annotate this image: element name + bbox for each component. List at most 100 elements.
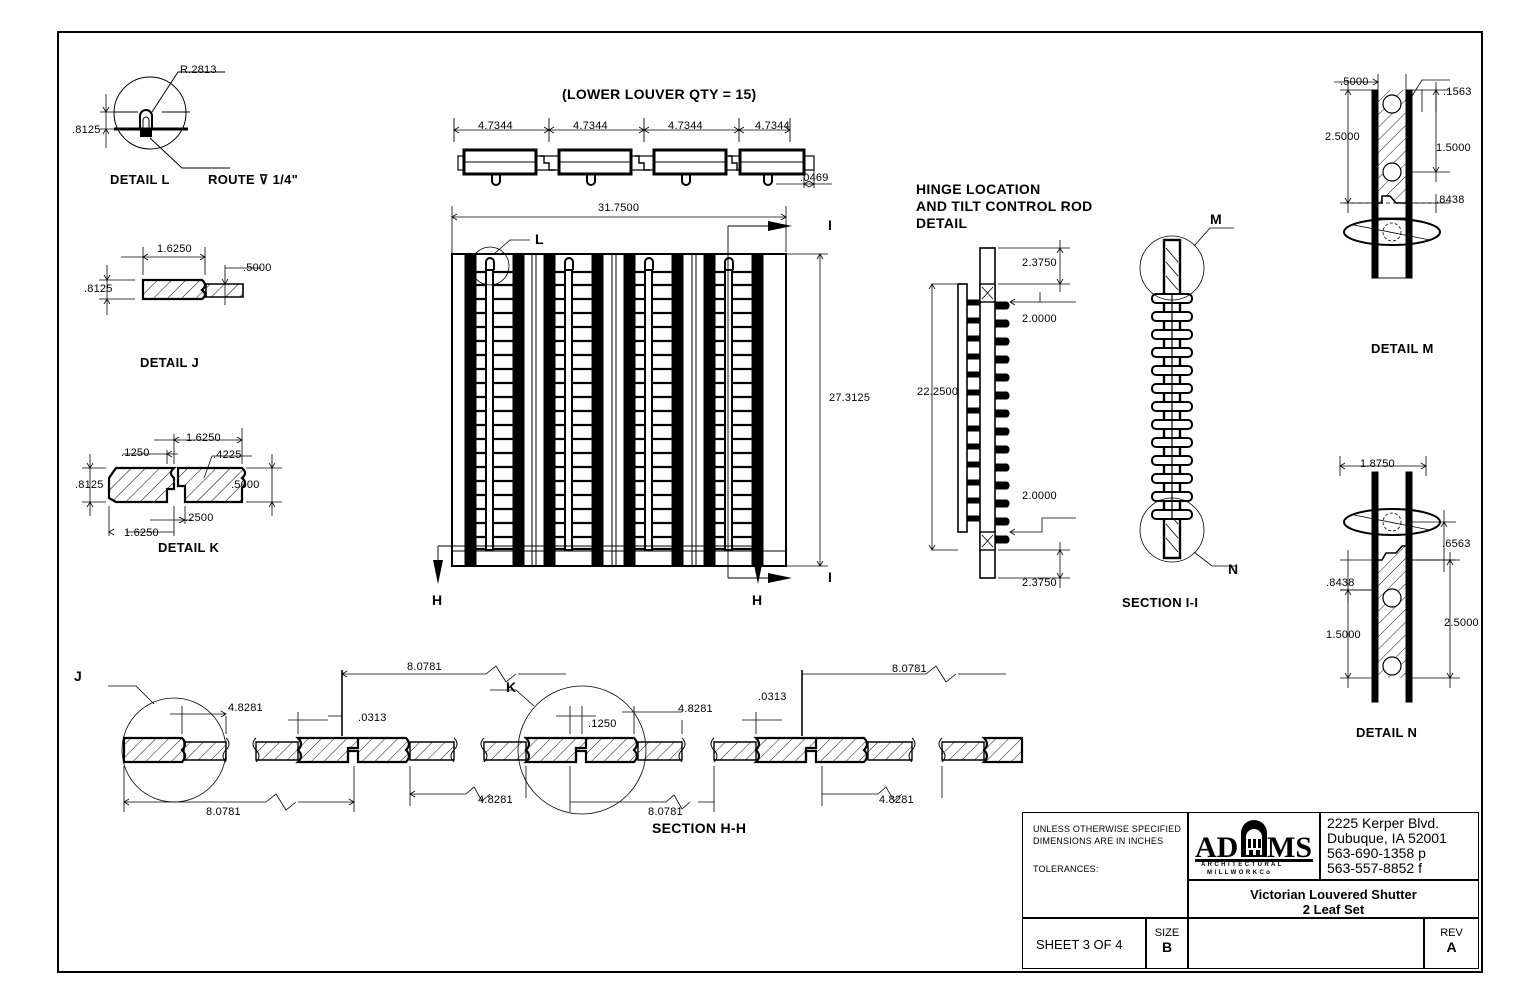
- detail-n-upper: .8438: [1326, 577, 1355, 589]
- detail-l-drawing: [100, 71, 230, 169]
- detail-k-width-top: 1.6250: [186, 432, 221, 444]
- hinge-bottom-edge: 2.3750: [1022, 577, 1057, 589]
- detail-m-label: DETAIL M: [1371, 341, 1434, 356]
- detail-n-overall: 2.5000: [1444, 617, 1479, 629]
- rev-value: A: [1446, 939, 1457, 955]
- detail-j-drawing: [99, 247, 261, 315]
- size-value: B: [1161, 939, 1173, 955]
- detail-k-drawing: [82, 428, 282, 536]
- drawing-title-line-2: 2 Leaf Set: [1302, 902, 1365, 917]
- detail-m-drawing: [1334, 74, 1450, 279]
- section-marker-h-left: H: [432, 592, 443, 608]
- elevation-drawing: [433, 206, 828, 584]
- detail-k-width-bottom: 1.6250: [124, 527, 159, 539]
- notes-line-1: UNLESS OTHERWISE SPECIFIED: [1033, 824, 1182, 834]
- title-block-size-cell: SIZE B: [1146, 918, 1188, 969]
- svg-text:AD: AD: [1195, 831, 1238, 864]
- svg-text:MS: MS: [1267, 831, 1312, 864]
- hinge-title-line-2: AND TILT CONTROL ROD: [916, 198, 1093, 214]
- detail-j-label: DETAIL J: [140, 355, 199, 370]
- detail-n-drawing: [1339, 456, 1460, 703]
- elevation-detail-mark-l: L: [535, 231, 544, 247]
- title-block-notes-cell: UNLESS OTHERWISE SPECIFIED DIMENSIONS AR…: [1022, 812, 1188, 918]
- hh-span-a-bottom: 4.8281: [478, 794, 513, 806]
- hinge-top-edge: 2.3750: [1022, 257, 1057, 269]
- hh-span-c-top: 8.0781: [892, 663, 927, 675]
- louver-plan-drawing: [453, 118, 832, 188]
- section-hh-drawing: [108, 665, 1024, 815]
- detail-k-offset: .4225: [213, 449, 242, 461]
- louver-thickness: .0469: [800, 172, 829, 184]
- adams-logo: AD MS: [1195, 820, 1313, 864]
- title-block-rev-cell: REV A: [1424, 918, 1479, 969]
- louver-pitch-2: 4.7344: [573, 120, 608, 132]
- hinge-bottom-inner: 2.0000: [1022, 490, 1057, 502]
- drawing-title-line-1: Victorian Louvered Shutter: [1250, 887, 1417, 902]
- hh-span-c-bottom: 4.8281: [879, 794, 914, 806]
- address-line-1: 2225 Kerper Blvd.: [1327, 815, 1440, 831]
- notes-line-2: DIMENSIONS ARE IN INCHES: [1033, 836, 1164, 846]
- title-block-logo-cell: AD MS A R C H I T E C T U R A L M I L L …: [1188, 812, 1320, 880]
- title-block-blank-cell: [1188, 918, 1424, 969]
- section-ii-label: SECTION I-I: [1122, 595, 1199, 610]
- detail-k-depth: .5000: [231, 479, 260, 491]
- sheet-border: [57, 31, 1483, 973]
- hinge-title-line-1: HINGE LOCATION: [916, 181, 1041, 197]
- louver-pitch-4: 4.7344: [755, 120, 790, 132]
- detail-m-left: .5000: [1340, 76, 1369, 88]
- detail-j-height: .8125: [84, 283, 113, 295]
- louver-pitch-1: 4.7344: [478, 120, 513, 132]
- section-hh-mark-j: J: [74, 668, 82, 684]
- hinge-overall: 22.2500: [917, 386, 959, 398]
- detail-l-label: DETAIL L: [110, 172, 170, 187]
- title-block-address-cell: 2225 Kerper Blvd. Dubuque, IA 52001 563-…: [1320, 812, 1479, 880]
- elevation-height: 27.3125: [829, 392, 871, 404]
- detail-n-lower: 1.5000: [1326, 629, 1361, 641]
- elevation-width: 31.7500: [598, 202, 640, 214]
- detail-k-gap: .1250: [121, 447, 150, 459]
- section-marker-h-right: H: [752, 592, 763, 608]
- section-marker-i-top: I: [828, 217, 832, 233]
- hinge-detail-drawing: [928, 240, 1076, 588]
- hh-span-a-top: 8.0781: [407, 661, 442, 673]
- section-ii-drawing: [1139, 227, 1236, 567]
- logo-tagline-1: A R C H I T E C T U R A L: [1201, 862, 1282, 868]
- detail-l-route-note: ROUTE ⊽ 1/4": [208, 172, 299, 187]
- detail-k-label: DETAIL K: [158, 540, 220, 555]
- detail-k-step: .2500: [185, 512, 214, 524]
- detail-n-top: .6563: [1442, 538, 1471, 550]
- rev-label: REV: [1440, 927, 1463, 939]
- logo-tagline-2: M I L L W O R K C o: [1207, 870, 1271, 876]
- detail-m-lower: .8438: [1436, 194, 1465, 206]
- size-label: SIZE: [1154, 927, 1180, 939]
- hh-stile1-bottom: 8.0781: [206, 806, 241, 818]
- address-line-2: Dubuque, IA 52001: [1327, 830, 1447, 846]
- hh-stile1-top: 4.8281: [228, 702, 263, 714]
- section-ii-detail-m-mark: M: [1210, 211, 1222, 227]
- louver-qty-title: (LOWER LOUVER QTY = 15): [562, 86, 757, 102]
- hh-gap-a: .0313: [358, 712, 387, 724]
- title-block-drawing-title-cell: Victorian Louvered Shutter 2 Leaf Set: [1188, 880, 1479, 918]
- hinge-detail-title: HINGE LOCATION AND TILT CONTROL ROD DETA…: [916, 181, 1093, 232]
- tolerances-label: TOLERANCES:: [1033, 864, 1099, 874]
- detail-m-overall: 2.5000: [1325, 131, 1360, 143]
- detail-l-radius: R.2813: [180, 64, 217, 76]
- detail-j-width: 1.6250: [157, 243, 192, 255]
- hinge-title-line-3: DETAIL: [916, 215, 968, 231]
- sheet-number: SHEET 3 OF 4: [1036, 937, 1123, 952]
- detail-m-top-small: .1563: [1443, 86, 1472, 98]
- hh-k-gap: .1250: [588, 718, 617, 730]
- section-marker-i-bottom: I: [828, 569, 832, 585]
- section-hh-mark-k: K: [506, 679, 517, 695]
- detail-j-tenon: .5000: [243, 262, 272, 274]
- hh-span-b-bottom: 8.0781: [648, 806, 683, 818]
- section-ii-detail-n-mark: N: [1228, 561, 1239, 577]
- hh-span-b-top: 4.8281: [678, 703, 713, 715]
- detail-n-width: 1.8750: [1360, 458, 1395, 470]
- address-line-3: 563-690-1358 p: [1327, 845, 1426, 861]
- detail-m-mid: 1.5000: [1436, 142, 1471, 154]
- detail-n-label: DETAIL N: [1356, 725, 1418, 740]
- address-line-4: 563-557-8852 f: [1327, 860, 1422, 876]
- hinge-top-inner: 2.0000: [1022, 313, 1057, 325]
